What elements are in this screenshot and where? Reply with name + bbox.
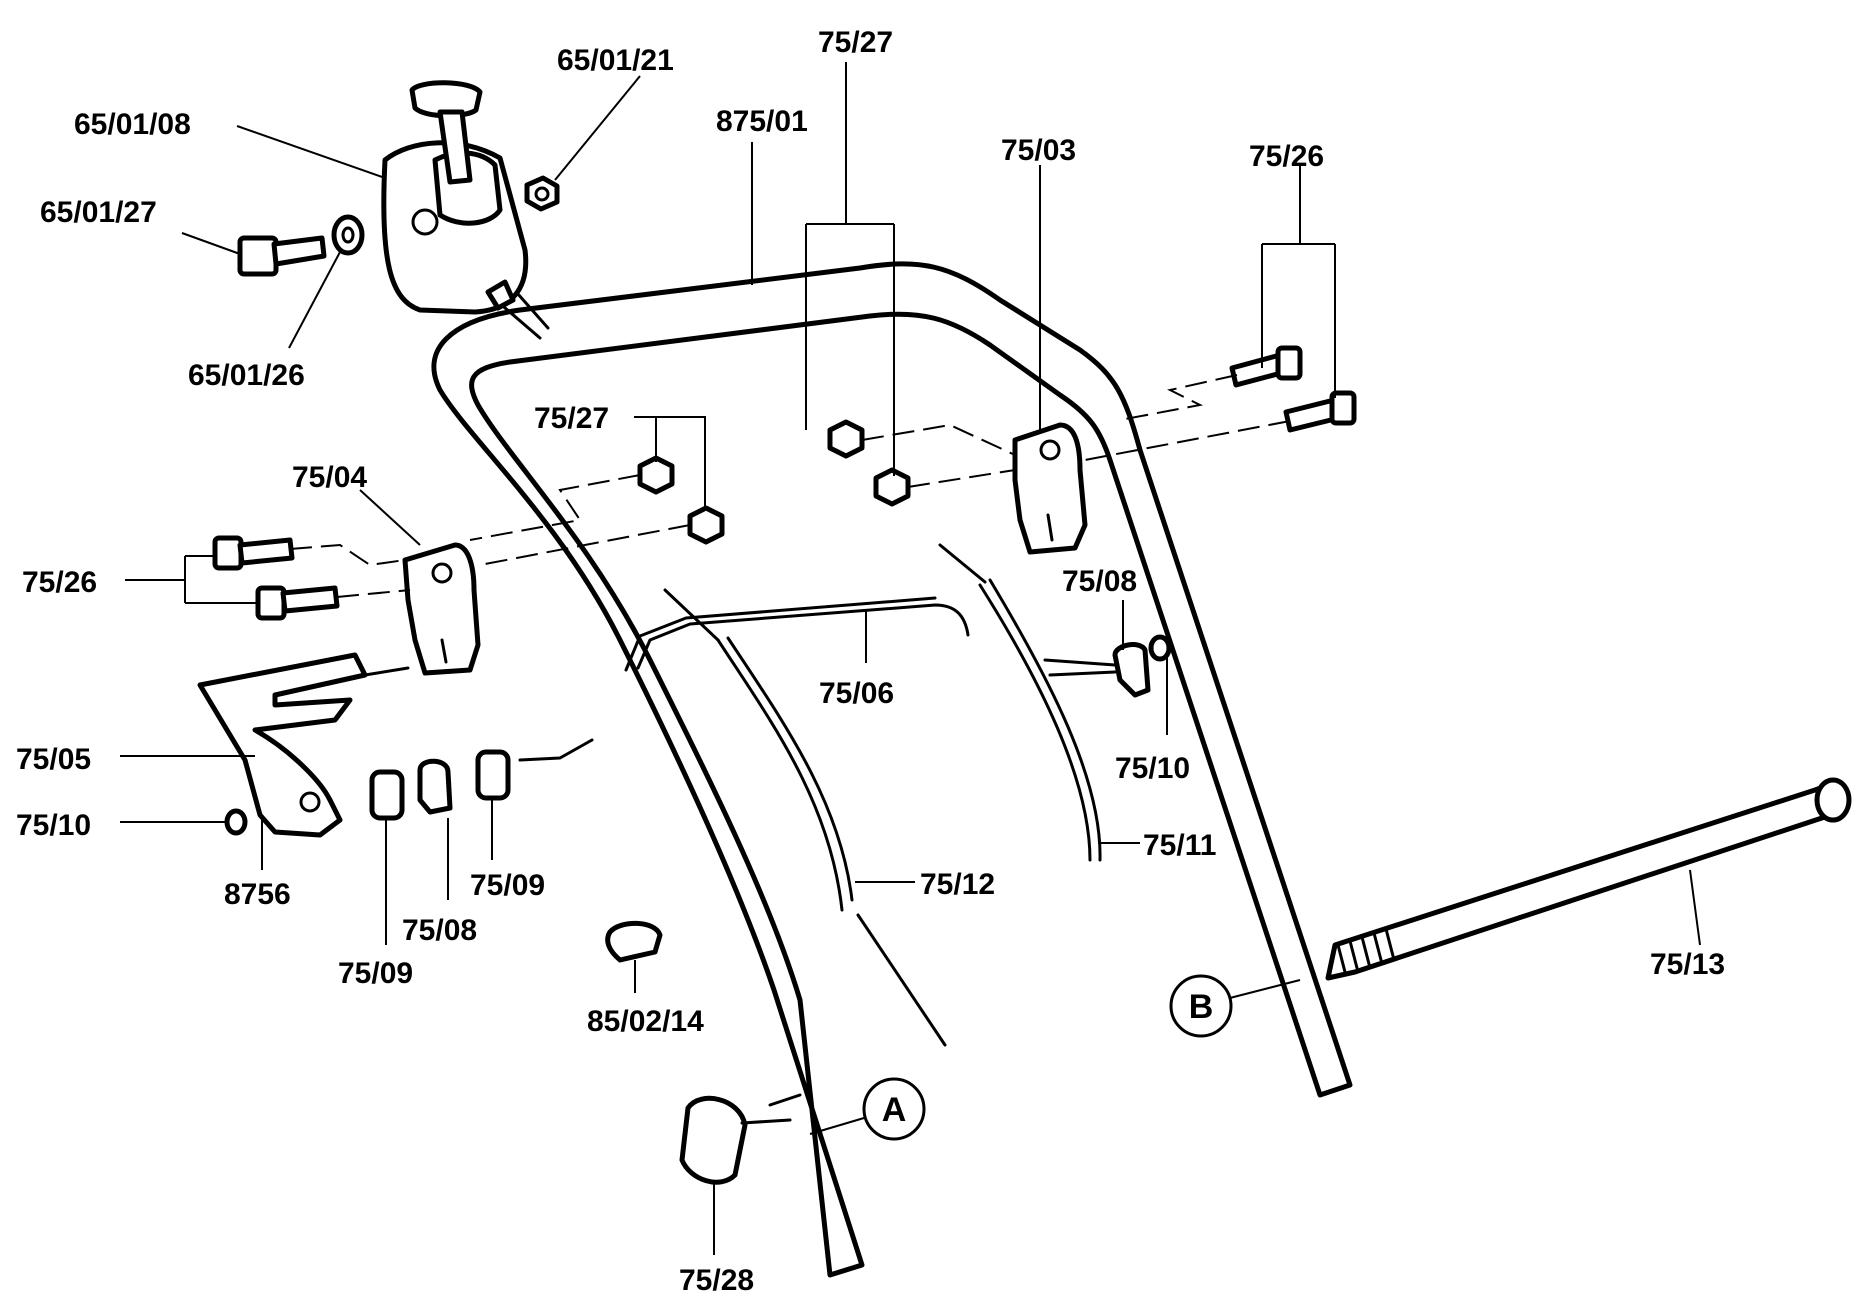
- callout-b: B: [1169, 974, 1233, 1038]
- label-650127: 65/01/27: [40, 196, 157, 229]
- label-7527-mid: 75/27: [534, 402, 609, 435]
- clamp-bracket-7504: [402, 542, 481, 676]
- label-650126: 65/01/26: [188, 359, 305, 392]
- assembly-lines: [289, 374, 1291, 598]
- label-7504: 75/04: [292, 461, 367, 494]
- threaded-rod-7513: [1325, 777, 1852, 981]
- cable-7511: [938, 543, 1102, 862]
- label-850214: 85/02/14: [587, 1005, 704, 1038]
- label-7510-right: 75/10: [1115, 752, 1190, 785]
- label-7527-top: 75/27: [818, 26, 893, 59]
- label-7506: 75/06: [819, 677, 894, 710]
- label-87501: 875/01: [716, 105, 808, 138]
- label-7509-a: 75/09: [470, 869, 545, 902]
- label-7513: 75/13: [1650, 948, 1725, 981]
- lever-7505: [197, 652, 410, 838]
- throttle-control-unit: [381, 80, 550, 340]
- nuts-7527: [637, 419, 911, 545]
- bolts-7526: [212, 345, 1357, 621]
- leader-lines: [120, 62, 1701, 1255]
- label-7503: 75/03: [1001, 134, 1076, 167]
- nut-650121: [524, 175, 560, 212]
- label-7505: 75/05: [16, 743, 91, 776]
- small-parts: [224, 634, 1172, 1185]
- label-650108: 65/01/08: [74, 108, 191, 141]
- label-7528: 75/28: [679, 1264, 754, 1297]
- handle-frame: [431, 261, 1353, 1278]
- label-650121: 65/01/21: [557, 44, 674, 77]
- bolt-650127: [237, 235, 327, 277]
- label-7511: 75/11: [1143, 829, 1216, 862]
- label-7526-right: 75/26: [1249, 140, 1324, 173]
- label-7508-right: 75/08: [1062, 565, 1137, 598]
- callout-b-label: B: [1189, 988, 1214, 1026]
- part-labels: 65/01/08 65/01/21 65/01/27 65/01/26 875/…: [16, 26, 1725, 1297]
- washer-650126: [331, 214, 365, 256]
- rod-7506: [518, 596, 970, 762]
- label-7510-left: 75/10: [16, 809, 91, 842]
- callout-a-label: A: [882, 1091, 907, 1129]
- label-7526-left: 75/26: [22, 566, 97, 599]
- label-7509-b: 75/09: [338, 957, 413, 990]
- label-7512: 75/12: [920, 868, 995, 901]
- clamp-bracket-7503: [1012, 422, 1088, 555]
- callout-a: A: [862, 1077, 926, 1141]
- cable-7512: [663, 588, 947, 1047]
- label-8756: 8756: [224, 878, 291, 911]
- label-7508-left: 75/08: [402, 914, 477, 947]
